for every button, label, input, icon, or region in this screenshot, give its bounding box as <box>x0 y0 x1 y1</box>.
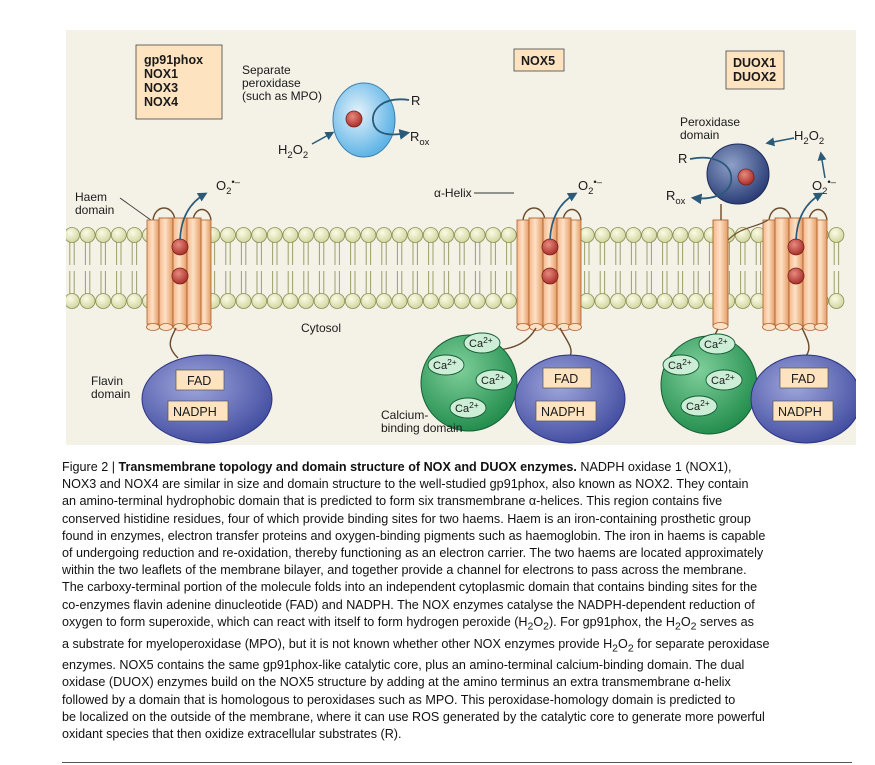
caption-line: enzymes. NOX5 contains the same gp91phox… <box>62 658 745 673</box>
svg-text:Haem: Haem <box>75 190 107 204</box>
nox5-o2-label: O2•– <box>578 177 603 197</box>
svg-text:NOX4: NOX4 <box>144 95 178 109</box>
svg-text:DUOX2: DUOX2 <box>733 70 776 84</box>
nox-duox-diagram: gp91phox NOX1 NOX3 NOX4 NOX5 DUOX1 DUOX2… <box>66 30 856 445</box>
caption-line-1: NADPH oxidase 1 (NOX1), <box>576 460 732 474</box>
mpo-r-label: R <box>411 93 420 108</box>
svg-text:Rox: Rox <box>410 129 430 148</box>
caption-line: followed by a domain that is homologous … <box>62 692 736 707</box>
duox-group-label: DUOX1 DUOX2 <box>725 50 785 90</box>
svg-text:peroxidase: peroxidase <box>242 76 301 90</box>
cytosol-label: Cytosol <box>301 321 341 335</box>
caption-divider <box>62 762 852 763</box>
transmembrane-proteins <box>146 192 828 359</box>
svg-text:α-Helix: α-Helix <box>434 186 472 200</box>
svg-text:NADPH: NADPH <box>541 405 585 419</box>
svg-text:gp91phox: gp91phox <box>144 53 203 67</box>
svg-text:(such as MPO): (such as MPO) <box>242 89 322 103</box>
svg-text:Cytosol: Cytosol <box>301 321 341 335</box>
mpo-h2o2-label: H2O2 <box>278 131 335 161</box>
svg-text:Separate: Separate <box>242 63 291 77</box>
caption-line: found in enzymes, electron transfer prot… <box>62 528 766 543</box>
svg-text:FAD: FAD <box>187 374 211 388</box>
duox-flavin-domain: FAD NADPH <box>750 354 856 444</box>
svg-text:NOX1: NOX1 <box>144 67 178 81</box>
svg-text:Rox: Rox <box>666 188 686 207</box>
svg-text:FAD: FAD <box>554 372 578 386</box>
svg-text:Peroxidase: Peroxidase <box>680 115 740 129</box>
duox-peroxidase-domain <box>689 137 827 205</box>
caption-line: oxidase (DUOX) enzymes build on the NOX5… <box>62 675 731 690</box>
caption-line: The carboxy-terminal portion of the mole… <box>62 580 758 595</box>
svg-text:NOX3: NOX3 <box>144 81 178 95</box>
nox-flavin-domain: FAD NADPH <box>141 354 273 444</box>
svg-text:H2O2: H2O2 <box>278 142 308 161</box>
flavin-domain-label: Flavin domain <box>91 374 130 401</box>
svg-text:O2•–: O2•– <box>812 177 837 197</box>
caption-figure-label: Figure 2 | <box>62 460 119 474</box>
caption-title: Transmembrane topology and domain struct… <box>118 460 577 474</box>
caption-line: conserved histidine residues, four of wh… <box>62 511 751 526</box>
svg-text:O2•–: O2•– <box>216 177 241 197</box>
calcium-binding-domain-label: Calcium- binding domain <box>381 408 462 435</box>
duox-r-label: R <box>678 151 687 166</box>
caption-line-mpo: a substrate for myeloperoxidase (MPO), b… <box>62 636 770 655</box>
nox5-flavin-domain: FAD NADPH <box>514 354 626 444</box>
peroxidase-domain-label: Peroxidase domain <box>680 115 740 142</box>
caption-line: oxidant species that then oxidize extrac… <box>62 727 402 742</box>
caption-line: within the two leaflets of the membrane … <box>62 563 747 578</box>
nox-group-label: gp91phox NOX1 NOX3 NOX4 <box>135 44 223 120</box>
separate-peroxidase <box>332 82 411 158</box>
svg-text:H2O2: H2O2 <box>794 128 824 147</box>
svg-text:Calcium-: Calcium- <box>381 408 428 422</box>
nox-o2-label: O2•– <box>216 177 241 197</box>
svg-text:domain: domain <box>680 128 719 142</box>
caption-line: NOX3 and NOX4 are similar in size and do… <box>62 477 749 492</box>
svg-text:NOX5: NOX5 <box>521 54 555 68</box>
duox-rox-label: Rox <box>666 188 686 207</box>
nox5-group-label: NOX5 <box>513 48 565 72</box>
svg-text:R: R <box>411 93 420 108</box>
svg-text:NADPH: NADPH <box>173 405 217 419</box>
caption-line: an amino-terminal hydrophobic domain tha… <box>62 494 723 509</box>
svg-text:Flavin: Flavin <box>91 374 123 388</box>
duox-h2o2-label: H2O2 <box>794 128 824 147</box>
duox-o2-label: O2•– <box>812 177 837 197</box>
svg-text:R: R <box>678 151 687 166</box>
haem-domain-label: Haem domain <box>75 190 177 239</box>
calcium-ions: Ca2+Ca2+Ca2+Ca2+Ca2+Ca2+Ca2+Ca2+ <box>427 332 743 419</box>
svg-text:domain: domain <box>75 203 114 217</box>
caption-line: be localized on the outside of the membr… <box>62 709 765 724</box>
mpo-rox-label: Rox <box>410 129 430 148</box>
separate-peroxidase-label: Separate peroxidase (such as MPO) <box>242 63 322 103</box>
caption-line: of undergoing reduction and re-oxidation… <box>62 546 764 561</box>
svg-text:domain: domain <box>91 387 130 401</box>
caption-line: co-enzymes flavin adenine dinucleotide (… <box>62 597 755 612</box>
caption-line-h2o2: oxygen to form superoxide, which can rea… <box>62 614 754 633</box>
svg-text:O2•–: O2•– <box>578 177 603 197</box>
svg-text:NADPH: NADPH <box>778 405 822 419</box>
svg-text:FAD: FAD <box>791 372 815 386</box>
svg-text:DUOX1: DUOX1 <box>733 56 776 70</box>
svg-text:binding domain: binding domain <box>381 421 462 435</box>
figure-caption: Figure 2 | Transmembrane topology and do… <box>62 459 854 743</box>
nox5-alpha-helix-label: α-Helix <box>434 186 514 200</box>
